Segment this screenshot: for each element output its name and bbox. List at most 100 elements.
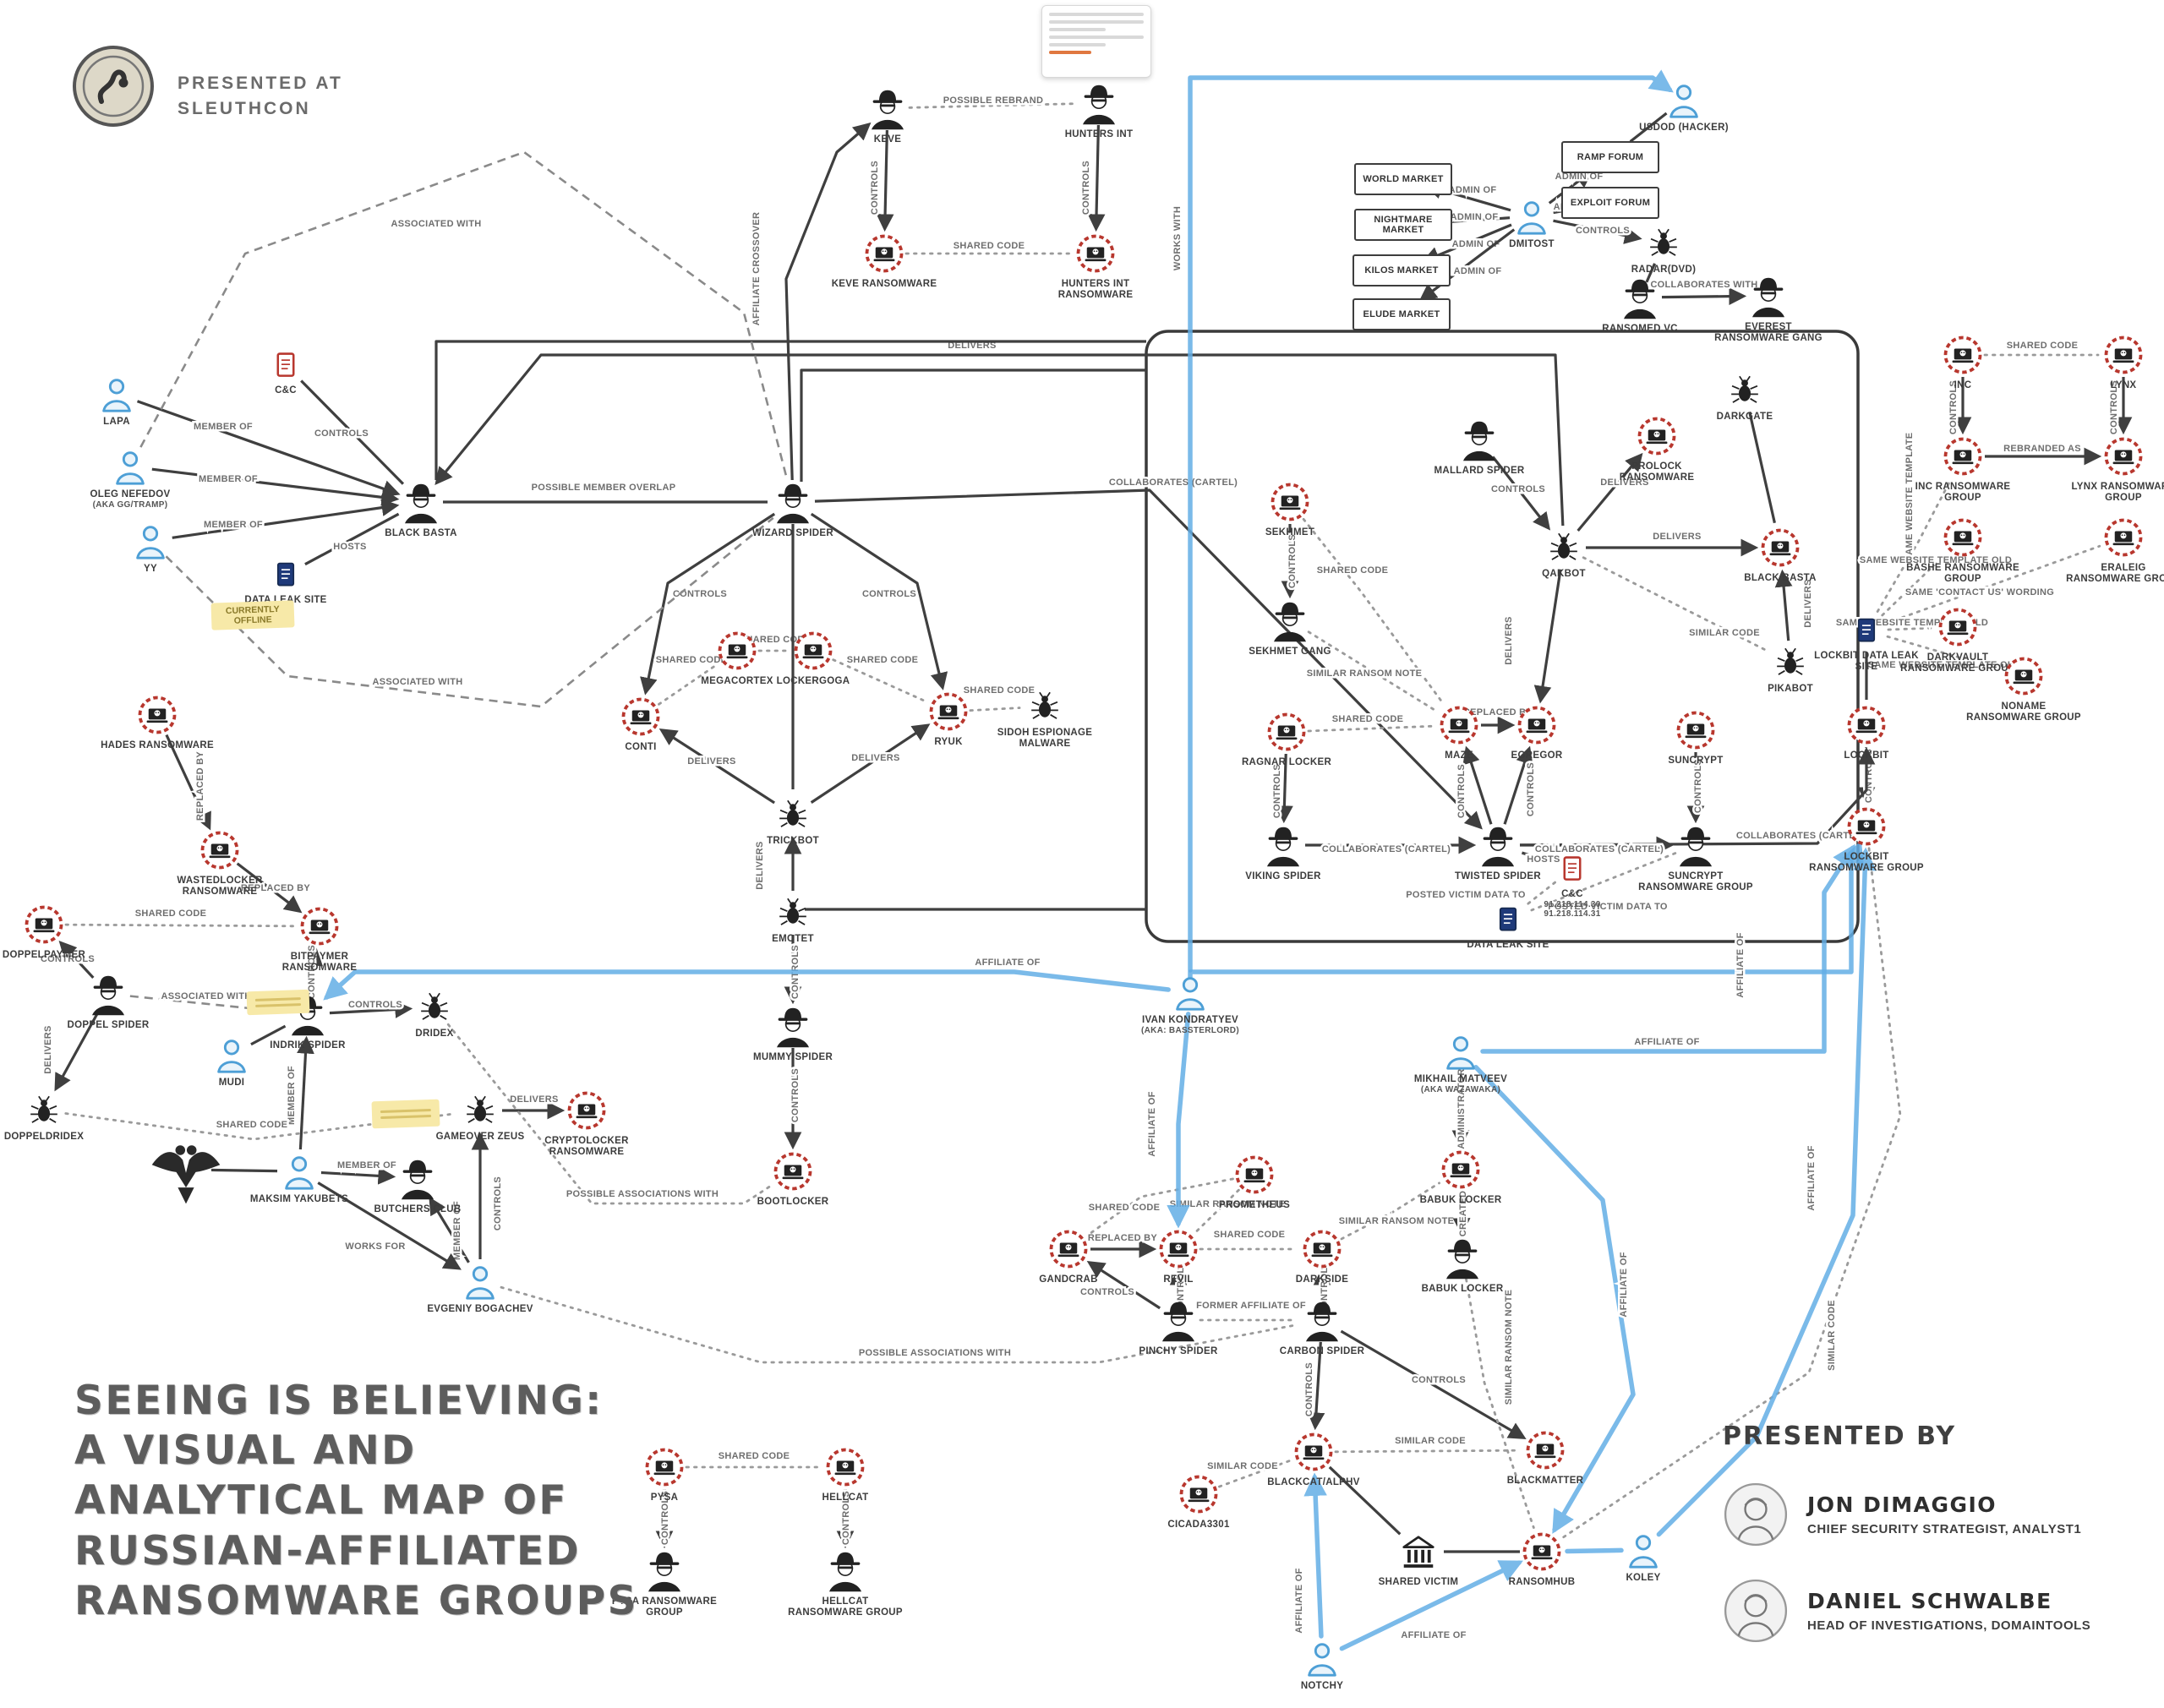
- edge-label: SAME WEBSITE TEMPLATE OLD: [1860, 555, 2012, 565]
- edge-lapa--black-basta-hacker: [136, 400, 401, 498]
- edge-label: CONTROLS: [660, 1491, 670, 1545]
- edge-label: REBRANDED AS: [2003, 444, 2081, 454]
- edge-yy--wizard-spider: [165, 516, 774, 708]
- edge-label: SHARED CODE: [135, 909, 207, 919]
- edge-label: CONTROLS: [307, 945, 317, 999]
- edge-notchy--blackcat: [1303, 1472, 1327, 1639]
- edge-label: CONTROLS: [1412, 1375, 1466, 1385]
- edge-label: FORMER AFFILIATE OF: [1196, 1301, 1306, 1311]
- edge-oleg--wizard-spider: [139, 150, 788, 478]
- edge-mallard-spider--qakbot: [1491, 456, 1551, 531]
- edge-hades--wastedlocker: [165, 734, 211, 831]
- edge-qakbot--black-basta-hacker: [434, 353, 1565, 527]
- presented-at-line1: PRESENTED AT: [178, 74, 343, 93]
- edge-lockbit-leak-site--noname-group: [1886, 635, 2001, 671]
- title-line: SEEING IS BELIEVING:: [74, 1378, 604, 1424]
- edge-label: POSSIBLE MEMBER OVERLAP: [532, 483, 676, 493]
- presenter-row: JON DIMAGGIO CHIEF SECURITY STRATEGIST, …: [1723, 1482, 2145, 1547]
- edge-label: SHARED CODE: [847, 655, 919, 665]
- edge-label: MEMBER OF: [287, 1066, 297, 1125]
- edge-lockbit-leak-site--eraleig-group: [1886, 544, 2101, 625]
- edge-keve--hunters-int: [908, 102, 1075, 109]
- edge-twisted-spider--egregor: [1503, 745, 1533, 825]
- edge-conti--megacortex: [658, 663, 718, 706]
- edge-lockbit-leak-site--darkvault-group: [1887, 626, 1934, 631]
- edge-wizard-spider--ryuk: [810, 512, 948, 690]
- notification-popup: [1041, 5, 1151, 78]
- edge-label: ADMIN OF: [1454, 266, 1502, 276]
- edge-label: CONTROLS: [493, 1176, 503, 1231]
- edge-maksim--indrik-spider: [297, 1035, 314, 1150]
- edge-pinchy-spider--gandcrab: [1086, 1261, 1161, 1310]
- edge-evgeniy--butchers-club: [429, 1197, 470, 1263]
- edge-label: COLLABORATES (CARTEL): [1322, 844, 1451, 854]
- edge-label: CONTROLS: [841, 1491, 851, 1545]
- edge-label: COLLABORATES (CARTEL): [1109, 477, 1238, 488]
- edge-label: DELIVERS: [1504, 616, 1514, 664]
- edge-label: DELIVERS: [851, 753, 899, 763]
- edge-qakbot--prolock-ransomware: [1577, 452, 1643, 532]
- edge-label: DELIVERS: [43, 1025, 53, 1073]
- edge-label: CONTROLS: [1272, 764, 1282, 818]
- edge-lockbit-leak-site--inc-group: [1876, 477, 1953, 613]
- edge-carbon-spider--blackcat: [1307, 1341, 1325, 1431]
- edge-cc-left--black-basta-hacker: [300, 379, 405, 485]
- edge-notchy--ransomhub: [1339, 1560, 1523, 1651]
- edge-label: AFFILIATE OF: [1147, 1091, 1157, 1156]
- edge-label: ADMIN OF: [1554, 202, 1602, 212]
- title-line: A VISUAL AND: [74, 1427, 417, 1475]
- edge-usdod--ramp-forum: [1629, 112, 1668, 143]
- edge-label: AFFILIATE OF: [1294, 1568, 1304, 1633]
- edge-label: MEMBER OF: [452, 1201, 462, 1260]
- edge-label: ASSOCIATED WITH: [373, 677, 463, 687]
- edge-label: CONTROLS: [314, 428, 369, 439]
- notification-link[interactable]: [1049, 51, 1092, 54]
- edge-label: DELIVERS: [1803, 579, 1813, 627]
- edge-label: CONTROLS: [41, 954, 95, 964]
- edge-decor: [800, 368, 1146, 482]
- edge-label: SIMILAR CODE: [1395, 1436, 1466, 1446]
- presented-at: PRESENTED AT SLEUTHCON: [178, 71, 343, 123]
- edge-ragnar-locker--maze: [1307, 724, 1435, 733]
- edge-ryuk--sidoh: [969, 707, 1021, 712]
- edge-label: MEMBER OF: [337, 1160, 396, 1170]
- edge-label: COLLABORATES (CARTEL): [1535, 844, 1664, 854]
- edge-koley--ransomhub: [1565, 1547, 1624, 1554]
- edge-label: ASSOCIATED WITH: [161, 991, 252, 1001]
- edge-label: MEMBER OF: [204, 520, 263, 530]
- edge-doppel-spider--doppeldridex: [54, 1012, 99, 1092]
- edge-label: SHARED CODE: [1214, 1230, 1286, 1240]
- edge-label: SIMILAR RANSOM NOTE: [1307, 668, 1422, 679]
- edge-label: SHARED CODE: [2007, 341, 2079, 351]
- edge-pikabot--black-basta-gear: [1774, 569, 1793, 641]
- edge-doppeldridex--gameover-zeus: [64, 1112, 456, 1141]
- edge-lockergoga--ryuk: [832, 658, 927, 703]
- edge-label: REPLACED BY: [241, 883, 311, 893]
- edge-ransomed-vc--everest-gang: [1661, 287, 1747, 306]
- edge-trickbot--ryuk: [810, 723, 931, 804]
- edge-label: SHARED CODE: [1089, 1203, 1161, 1213]
- edge-wizard-spider--conti: [640, 512, 776, 696]
- edge-label: SIMILAR RANSOM NOTE: [1504, 1290, 1514, 1405]
- edge-suncrypt-group--leak-center: [1530, 852, 1677, 912]
- edge-label: MEMBER OF: [194, 422, 253, 432]
- edge-label: AFFILIATE OF: [1619, 1252, 1629, 1317]
- edge-qakbot--pikabot: [1582, 556, 1769, 652]
- edge-qakbot--egregor: [1533, 569, 1562, 704]
- edge-label: POSSIBLE REBRAND: [943, 95, 1043, 106]
- edge-label: COLLABORATES WITH: [1650, 280, 1757, 290]
- edge-label: AFFILIATE OF: [1806, 1145, 1817, 1210]
- edge-label: CONTROLS: [1456, 764, 1467, 818]
- edge-doppel-spider--indrik-spider: [129, 995, 283, 1013]
- edge-label: DELIVERS: [1600, 477, 1648, 488]
- notification-text-line: [1049, 43, 1107, 46]
- edge-label: SHARED CODE: [216, 1120, 288, 1130]
- edge-prometheus--revil: [1195, 1188, 1240, 1233]
- presenter-name: JON DIMAGGIO: [1807, 1492, 1997, 1517]
- edge-label: AFFILIATE CROSSOVER: [751, 212, 762, 325]
- notification-text-line: [1049, 20, 1144, 24]
- notification-text-line: [1049, 35, 1144, 39]
- presented-at-line2: SLEUTHCON: [178, 99, 311, 119]
